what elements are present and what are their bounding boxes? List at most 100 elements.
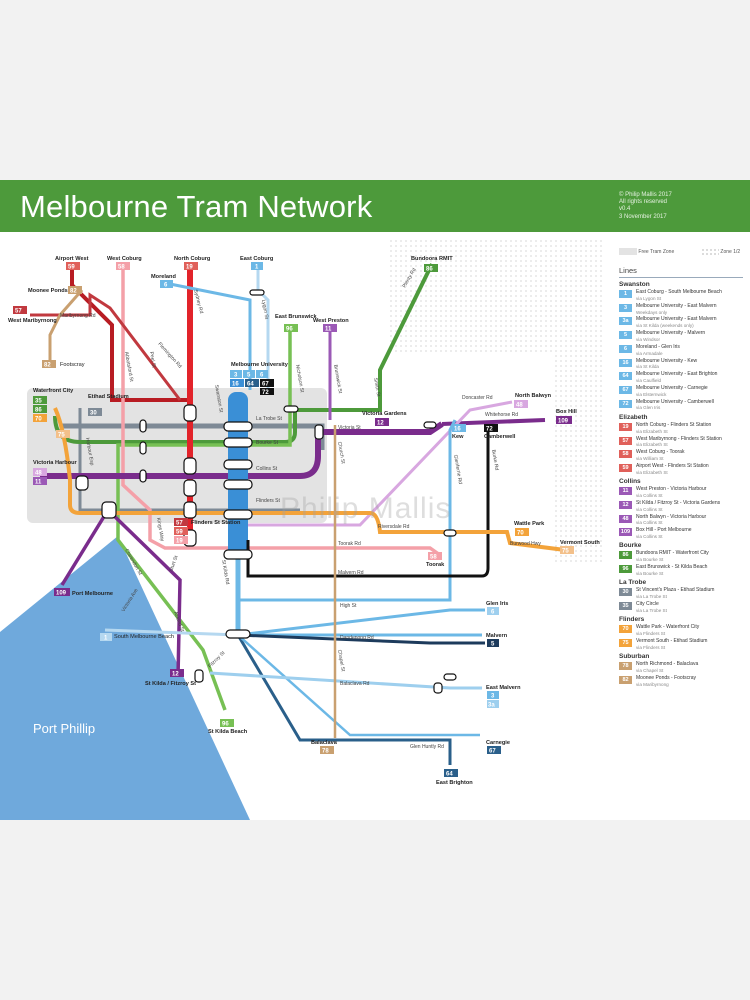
road-harbour: Harbour Esp [84, 437, 95, 466]
legend-route-name: Melbourne University - Camberwell [636, 398, 714, 405]
line-59 [70, 268, 190, 402]
line-6 [169, 282, 485, 637]
badge-19: 19 [186, 265, 193, 271]
badge-malvern-5: 5 [491, 642, 495, 648]
zone12-swatch [701, 248, 720, 255]
station-west-preston: West Preston [313, 318, 349, 324]
badge-6: 6 [164, 283, 168, 289]
legend-route-badge: 72 [619, 399, 632, 408]
legend-route-name: Wattle Park - Waterfront City [636, 624, 700, 631]
road-victoria: Victoria St [338, 425, 361, 431]
legend-route-via: Weekdays only [636, 309, 668, 315]
legend-route-name: Melbourne University - East Malvern [636, 302, 717, 309]
badge-uni-5: 5 [247, 373, 251, 379]
station-east-malvern: East Malvern [486, 685, 521, 691]
legend-route-via: via Bourke St [636, 570, 664, 576]
legend-route-via: via Elizabeth St [636, 469, 668, 475]
station-toorak: Toorak [426, 562, 445, 568]
legend-route-via: via Flinders St [636, 644, 666, 650]
zone-key: Free Tram Zone Zone 1/2 [619, 248, 740, 255]
station-east-coburg: East Coburg [240, 256, 274, 262]
legend-route-via: via Collins St [636, 506, 663, 512]
route-badges: 59 58 19 1 6 82 57 82 96 11 86 3 5 6 16 … [13, 262, 574, 778]
badge-uni-16: 16 [232, 382, 239, 388]
port-phillip-label: Port Phillip [33, 721, 96, 736]
badge-balaclava-78: 78 [322, 749, 329, 755]
legend-route-badge: 3a [619, 317, 632, 326]
road-nicholson: Nicholson St [294, 364, 305, 393]
legend-route-badge: 109 [619, 528, 632, 537]
legend-route-name: Moreland - Glen Iris [636, 343, 680, 350]
road-maribyrnong: Maribyrnong Rd [60, 313, 96, 319]
badge-nb-48: 48 [516, 403, 523, 409]
station-east-brunswick: East Brunswick [275, 314, 318, 320]
legend-route-name: Melbourne University - East Brighton [636, 371, 718, 378]
badge-fs-57: 57 [176, 521, 183, 527]
legend-route-name: St Kilda / Fitzroy St - Victoria Gardens [636, 499, 721, 506]
station-flinders-st: Flinders St Station [191, 520, 241, 526]
road-balaclava: Balaclava Rd [340, 681, 370, 687]
badge-bh-109: 109 [558, 419, 569, 425]
watermark: Philip Mallis [280, 492, 452, 525]
legend-route-badge: 67 [619, 385, 632, 394]
road-swanston: Swanston St [213, 384, 224, 413]
station-moonee-ponds: Moonee Ponds [28, 288, 68, 294]
road-burwood: Burwood Hwy [510, 541, 541, 547]
badge-75: 75 [58, 433, 65, 439]
station-moreland: Moreland [151, 274, 176, 280]
legend-group-title: Flinders [619, 616, 645, 624]
road-riversdale: Riversdale Rd [378, 524, 410, 530]
legend-route-name: Vermont South - Etihad Stadium [636, 637, 708, 644]
station-balaclava: Balaclava [311, 740, 338, 746]
copyright-block: © Philip Mallis 2017 All rights reserved… [619, 192, 672, 221]
copyright-line: © Philip Mallis 2017 [619, 192, 672, 198]
badge-86: 86 [426, 267, 433, 273]
road-abbotsford: Abbotsford St [123, 351, 134, 382]
line-flinders [53, 407, 566, 552]
legend-group-title: Bourke [619, 542, 642, 550]
legend-route-via: via Chapel St [636, 667, 664, 673]
station-north-balwyn: North Balwyn [515, 393, 552, 399]
legend-route-via: via Collins St [636, 534, 663, 540]
station-west-coburg: West Coburg [107, 256, 142, 262]
line-5 [237, 633, 485, 645]
legend-route-badge: 48 [619, 514, 632, 523]
badge-wp-70: 70 [517, 531, 524, 537]
legend-route-badge: 30 [619, 588, 632, 597]
station-wattle-park: Wattle Park [514, 521, 545, 527]
legend-route-name: West Coburg - Toorak [636, 449, 685, 456]
line-bourke-96 [116, 332, 292, 711]
road-fitzroy: Fitzroy St [207, 650, 227, 670]
road-brunswick: Brunswick St [332, 364, 343, 394]
badge-wc-70: 70 [35, 417, 42, 423]
legend-route-via: via La Trobe St [636, 594, 667, 600]
legend-route-badge: 70 [619, 625, 632, 634]
title-banner: Melbourne Tram Network © Philip Mallis 2… [0, 180, 750, 232]
legend-group-title: Suburban [619, 653, 650, 661]
legend-route-name: East Coburg - South Melbourne Beach [636, 289, 722, 295]
road-sydney: Sydney Rd [192, 289, 204, 314]
legend-route-name: Melbourne University - Kew [636, 357, 698, 364]
legend-route-via: via Maribyrnong [636, 681, 669, 687]
legend-route-via: via St Kilda [636, 364, 659, 370]
legend-route-badge: 64 [619, 372, 632, 381]
tram-map-poster: Melbourne Tram Network © Philip Mallis 2… [0, 180, 750, 820]
road-church: Church St [336, 441, 346, 465]
badge-uni-6: 6 [260, 373, 264, 379]
badge-82: 82 [70, 289, 77, 295]
